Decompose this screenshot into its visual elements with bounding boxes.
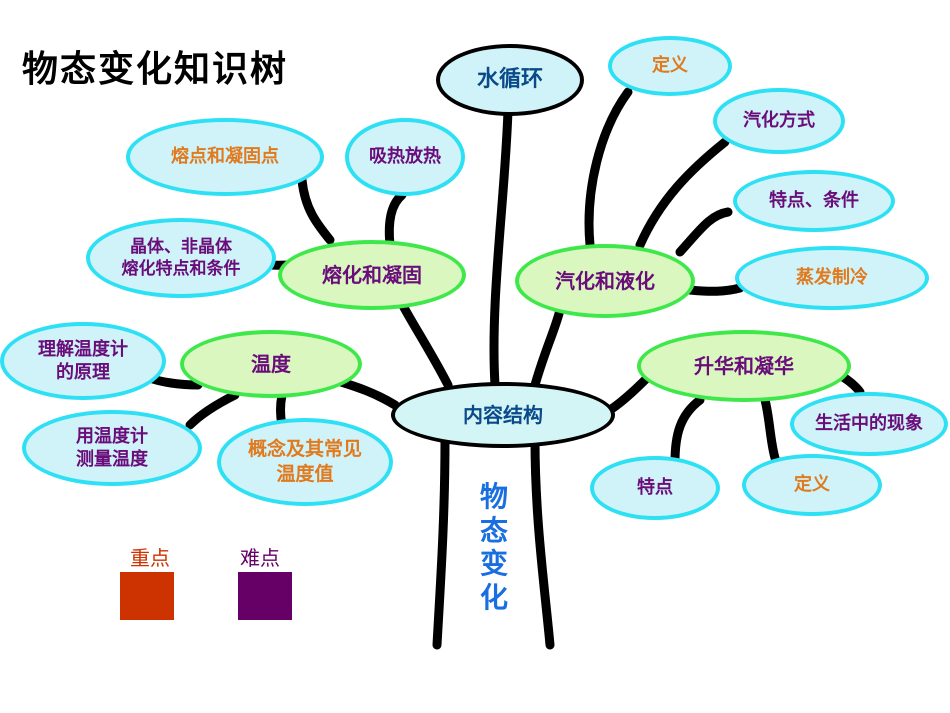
legend-key-point-label: 重点 [130, 546, 170, 570]
trunk-left [432, 435, 450, 650]
branch-vap-1 [584, 87, 633, 250]
branch-temp-2 [185, 390, 240, 430]
branch-sub-3 [760, 395, 780, 463]
leaf-evaporative-cooling: 蒸发制冷 [735, 246, 929, 310]
branch-melting [395, 295, 453, 390]
leaf-daily-phenomena: 生活中的现象 [790, 392, 948, 456]
leaf-measure-temperature: 用温度计 测量温度 [22, 410, 202, 486]
node-sublimation-desublimation: 升华和凝华 [637, 330, 851, 402]
node-melting-solidification: 熔化和凝固 [278, 240, 466, 310]
node-temperature: 温度 [180, 330, 362, 398]
leaf-heat-absorb-release: 吸热放热 [345, 118, 465, 196]
branch-sub-2 [670, 395, 705, 467]
branch-water-cycle [489, 105, 513, 390]
branch-vap-4 [685, 283, 745, 296]
legend-difficult-point-label: 难点 [240, 546, 280, 570]
core-node-content-structure: 内容结构 [391, 382, 615, 448]
leaf-crystal-amorphous: 晶体、非晶体 熔化特点和条件 [86, 218, 276, 298]
node-vaporization-liquefaction: 汽化和液化 [515, 244, 695, 318]
trunk-right [530, 435, 555, 650]
branch-vaporization [530, 305, 565, 390]
legend-difficult-point-swatch [238, 572, 292, 620]
leaf-concept-common-values: 概念及其常见 温度值 [217, 418, 393, 506]
page-title: 物态变化知识树 [22, 48, 289, 90]
branch-vap-2 [635, 137, 730, 250]
branch-melt-2 [384, 190, 407, 250]
leaf-vap-characteristics: 特点、条件 [733, 170, 895, 232]
node-water-cycle: 水循环 [436, 44, 584, 116]
leaf-melting-point: 熔点和凝固点 [126, 118, 324, 196]
leaf-sub-characteristics: 特点 [590, 456, 720, 520]
leaf-sub-definition: 定义 [742, 454, 882, 516]
branch-sublimation [605, 370, 655, 415]
legend-key-point-swatch [120, 572, 174, 620]
branch-melt-1 [297, 175, 335, 245]
trunk-label: 物态变化 [479, 480, 508, 614]
branch-vap-3 [675, 207, 733, 257]
leaf-thermometer-principle: 理解温度计 的原理 [0, 322, 166, 400]
leaf-vap-methods: 汽化方式 [713, 88, 845, 154]
leaf-vap-definition: 定义 [608, 36, 732, 96]
